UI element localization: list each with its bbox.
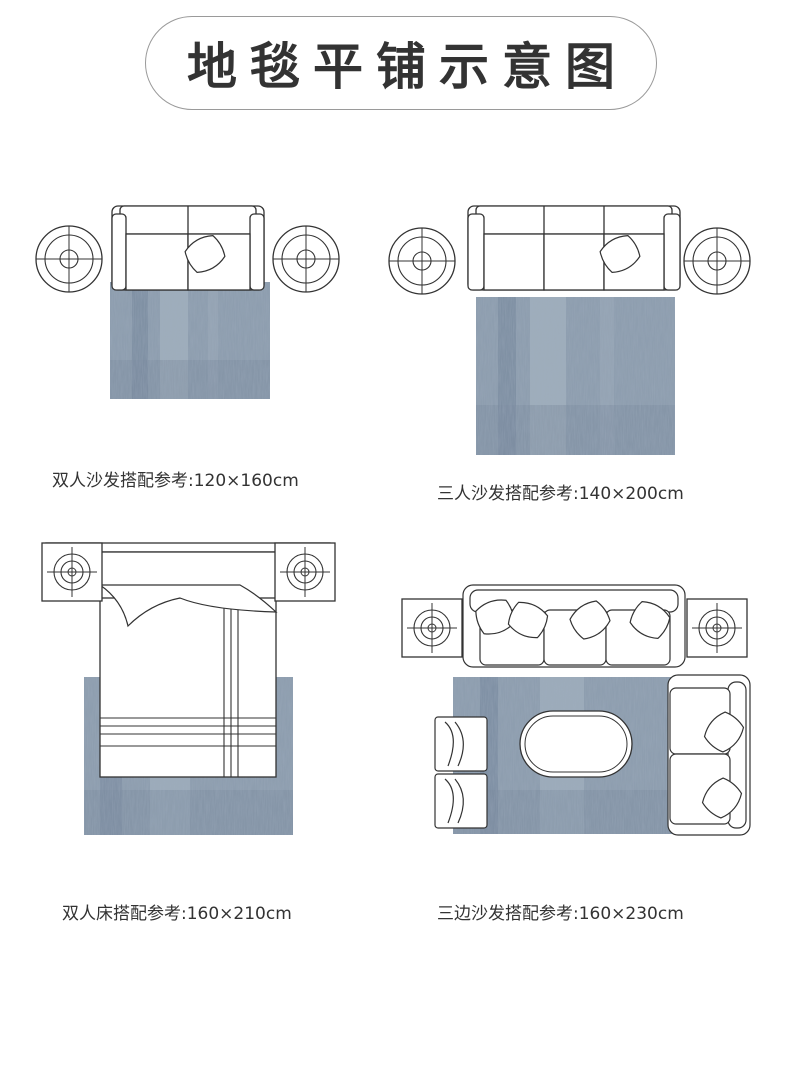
caption-loveseat: 双人沙发搭配参考:120×160cm: [52, 471, 299, 491]
rug-three-seat: [476, 297, 675, 455]
ottomans: [434, 716, 488, 829]
caption-three-seat: 三人沙发搭配参考:140×200cm: [437, 484, 684, 504]
side-table-icon: [272, 225, 340, 293]
folded-quilt: [98, 584, 278, 628]
side-table-icon: [683, 227, 751, 295]
nightstand-icon: [274, 542, 336, 602]
panel-loveseat: [35, 205, 340, 399]
nightstand-icon: [41, 542, 103, 602]
bedsheet: [100, 598, 276, 777]
oval-coffee-table-inner: [524, 715, 628, 773]
panel-three-seat: [388, 205, 751, 455]
side-table-icon: [35, 225, 103, 293]
end-table-icon: [686, 598, 748, 658]
sofa-three-seat: [467, 205, 681, 291]
rug-loveseat: [110, 282, 270, 399]
panel-sectional: [401, 584, 751, 836]
page-title: 地毯平铺示意图: [187, 38, 628, 96]
caption-sectional: 三边沙发搭配参考:160×230cm: [437, 904, 684, 924]
end-table-icon: [401, 598, 463, 658]
title-pill: 地毯平铺示意图: [145, 16, 657, 110]
caption-double-bed: 双人床搭配参考:160×210cm: [62, 904, 292, 924]
oval-coffee-table: [519, 710, 633, 778]
side-table-icon: [388, 227, 456, 295]
panel-double-bed: [41, 542, 336, 835]
